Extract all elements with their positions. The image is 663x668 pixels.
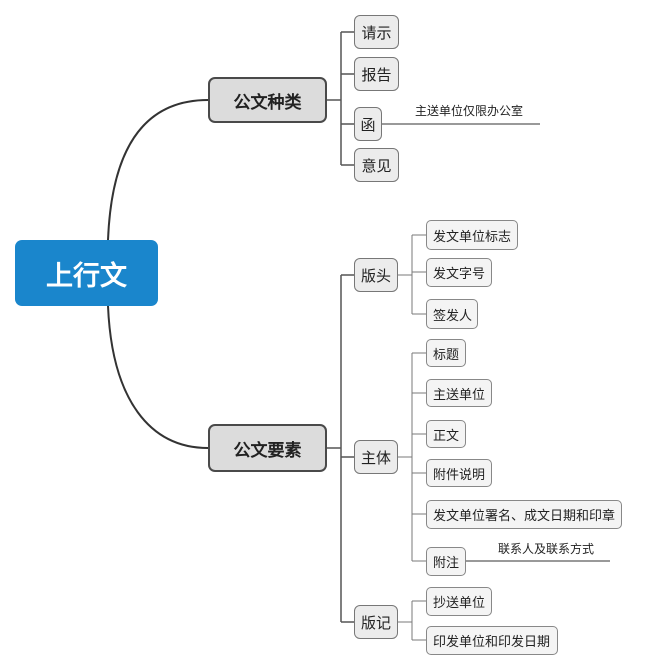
body-item-recipient[interactable]: 主送单位	[426, 379, 492, 407]
group-body[interactable]: 主体	[354, 440, 398, 474]
type-report[interactable]: 报告	[354, 57, 399, 91]
body-item-signature-date-seal[interactable]: 发文单位署名、成文日期和印章	[426, 500, 622, 529]
footer-item-cc[interactable]: 抄送单位	[426, 587, 492, 616]
branch-document-elements[interactable]: 公文要素	[208, 424, 327, 472]
connector-elements-groups	[327, 274, 354, 623]
body-item-title[interactable]: 标题	[426, 339, 466, 367]
type-request[interactable]: 请示	[354, 15, 399, 49]
connector-root-elements	[107, 305, 209, 449]
connector-root-types	[107, 99, 209, 241]
root-node[interactable]: 上行文	[15, 240, 158, 306]
connector-zhuti-items	[398, 352, 426, 562]
note-letter: 主送单位仅限办公室	[415, 104, 524, 118]
branch-document-types[interactable]: 公文种类	[208, 77, 327, 123]
connector-types-items	[327, 31, 354, 166]
type-letter[interactable]: 函	[354, 107, 382, 141]
body-item-text[interactable]: 正文	[426, 420, 466, 448]
header-item-issuer-mark[interactable]: 发文单位标志	[426, 220, 518, 250]
header-item-signer[interactable]: 签发人	[426, 299, 478, 329]
body-item-remarks[interactable]: 附注	[426, 547, 466, 576]
group-header[interactable]: 版头	[354, 258, 398, 292]
note-remarks: 联系人及联系方式	[498, 542, 595, 556]
footer-item-printer-date[interactable]: 印发单位和印发日期	[426, 626, 558, 655]
header-item-doc-number[interactable]: 发文字号	[426, 258, 492, 287]
body-item-attachment-note[interactable]: 附件说明	[426, 459, 492, 487]
connector-bantou-items	[398, 234, 426, 315]
type-opinion[interactable]: 意见	[354, 148, 399, 182]
connector-banji-items	[398, 600, 426, 641]
group-footer[interactable]: 版记	[354, 605, 398, 639]
